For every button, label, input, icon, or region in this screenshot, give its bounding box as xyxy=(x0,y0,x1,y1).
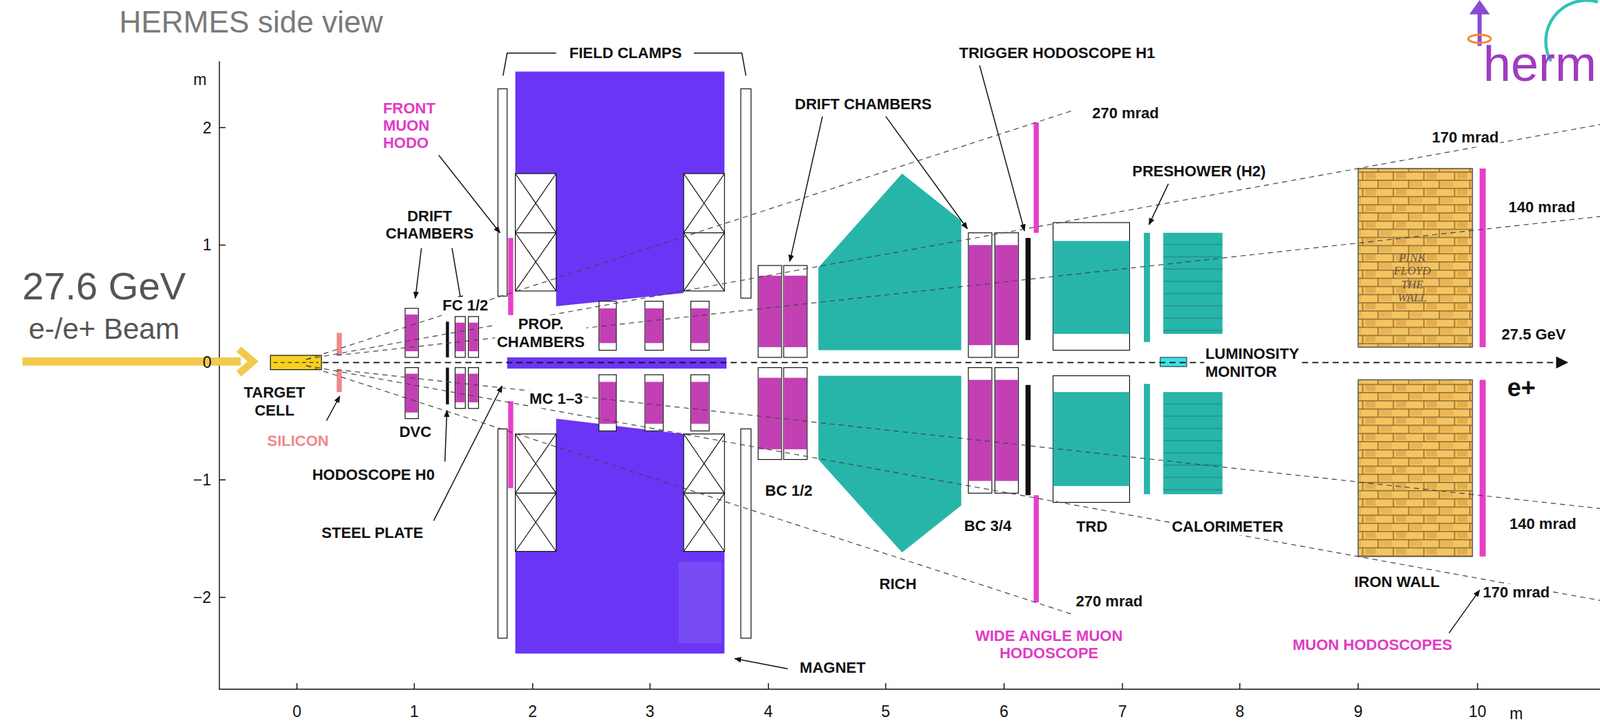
axis-tick-label: 10 xyxy=(1468,702,1487,721)
part-label: DRIFT CHAMBERS xyxy=(793,95,934,113)
target-cell xyxy=(270,355,322,370)
axis-tick-label: 1 xyxy=(202,235,212,254)
part-label: DVC xyxy=(398,422,433,441)
axis-tick-label: 0 xyxy=(292,702,302,721)
angle-label: 170 mrad xyxy=(1430,129,1501,147)
preshower xyxy=(1143,232,1151,495)
leader-line xyxy=(326,65,1480,670)
part-label: HODOSCOPE H0 xyxy=(311,465,437,484)
angle-label: 170 mrad xyxy=(1481,583,1552,601)
part-label: IRON WALL xyxy=(1352,572,1441,591)
part-label: TRD xyxy=(1074,517,1109,535)
part-label: MUON HODOSCOPES xyxy=(1291,636,1454,654)
axis-tick-label: 6 xyxy=(999,702,1009,721)
axis-tick-label: 3 xyxy=(645,702,655,721)
beam-energy: 27.5 GeV xyxy=(1500,326,1568,344)
axis-tick-label: 2 xyxy=(202,118,212,137)
part-label: FIELD CLAMPS xyxy=(568,44,684,62)
axis-tick-label: 1 xyxy=(409,702,419,721)
axis-tick-label: −2 xyxy=(192,588,211,607)
part-label: MAGNET xyxy=(798,658,867,676)
part-label: RICH xyxy=(877,575,918,593)
angle-label: 270 mrad xyxy=(1090,104,1161,122)
axis-tick-label: 5 xyxy=(881,702,891,721)
particle-label: e+ xyxy=(1507,373,1536,402)
logo-text: herm xyxy=(1483,34,1597,92)
axes xyxy=(219,61,1600,690)
beam-energy: 27.6 GeV xyxy=(22,263,186,308)
angle-label: 140 mrad xyxy=(1507,198,1578,216)
axis-unit: m xyxy=(1509,704,1523,723)
part-label: TRIGGER HODOSCOPE H1 xyxy=(957,44,1157,62)
part-label: DRIFT CHAMBERS xyxy=(384,207,475,243)
part-label: SILICON xyxy=(265,431,330,450)
part-label: MC 1–3 xyxy=(528,390,585,408)
axis-unit: m xyxy=(193,70,207,89)
axis-tick-label: 9 xyxy=(1353,702,1363,721)
part-label: BC 3/4 xyxy=(962,516,1013,535)
part-label: PROP. CHAMBERS xyxy=(495,315,587,351)
angle-label: 140 mrad xyxy=(1508,514,1578,533)
field-clamp xyxy=(497,88,751,638)
graffiti: PINK FLOYD THE WALL xyxy=(1393,250,1431,305)
part-label: LUMINOSITY MONITOR xyxy=(1203,344,1301,381)
part-label: PRESHOWER (H2) xyxy=(1130,162,1267,180)
axis-tick-label: 8 xyxy=(1235,702,1245,721)
axis-tick-label: 7 xyxy=(1118,702,1128,721)
beam-label: e-/e+ Beam xyxy=(28,311,180,345)
angle-label: 270 mrad xyxy=(1074,592,1145,610)
axis-tick-label: −1 xyxy=(192,470,211,489)
part-label: WIDE ANGLE MUON HODOSCOPE xyxy=(961,626,1137,663)
part-label: BC 1/2 xyxy=(763,482,814,500)
diagram-title: HERMES side view xyxy=(118,4,383,41)
part-label: FRONT MUON HODO xyxy=(381,99,437,153)
part-label: TARGET CELL xyxy=(242,383,307,419)
acceptance-line xyxy=(306,109,1600,615)
axis-tick-label: 0 xyxy=(202,353,212,372)
beam xyxy=(22,349,1569,374)
part-label: FC 1/2 xyxy=(440,296,490,314)
part-label: STEEL PLATE xyxy=(320,523,425,542)
axis-tick-label: 2 xyxy=(528,702,538,721)
axis-tick-label: 4 xyxy=(763,702,773,721)
part-label: CALORIMETER xyxy=(1170,517,1285,535)
